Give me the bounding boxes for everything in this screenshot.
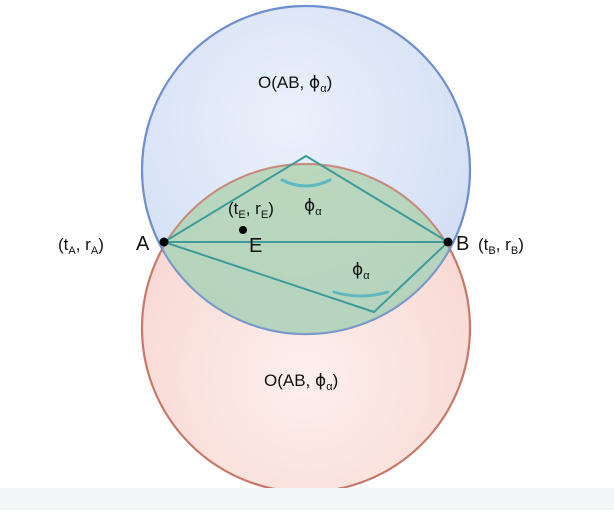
angle-arc-bottom bbox=[332, 290, 390, 298]
label-point-a: A bbox=[136, 233, 150, 255]
point-e bbox=[239, 226, 247, 234]
lens-arc-lower bbox=[141, 5, 471, 335]
label-coord-e: (tE, rE) bbox=[228, 199, 274, 221]
triangle-bottom bbox=[163, 241, 449, 313]
label-angle-top: ϕα bbox=[304, 196, 322, 218]
label-angle-bottom: ϕα bbox=[352, 260, 370, 282]
label-point-b: B bbox=[456, 233, 469, 255]
point-b bbox=[443, 237, 453, 247]
triangle-group bbox=[163, 155, 449, 313]
triangle-top bbox=[163, 155, 449, 243]
angle-arc-top bbox=[280, 178, 332, 188]
label-circle-bottom: O(AB, ϕα) bbox=[264, 371, 338, 393]
label-point-e: E bbox=[249, 235, 262, 257]
label-circle-top: O(AB, ϕα) bbox=[258, 73, 332, 95]
label-coord-a: (tA, rA) bbox=[58, 235, 104, 257]
intersection-lens bbox=[142, 164, 470, 334]
bottom-band bbox=[0, 488, 614, 510]
lens-arc-upper bbox=[142, 163, 470, 334]
angle-marks bbox=[280, 178, 390, 298]
point-a bbox=[159, 237, 169, 247]
label-coord-b: (tB, rB) bbox=[478, 235, 524, 257]
